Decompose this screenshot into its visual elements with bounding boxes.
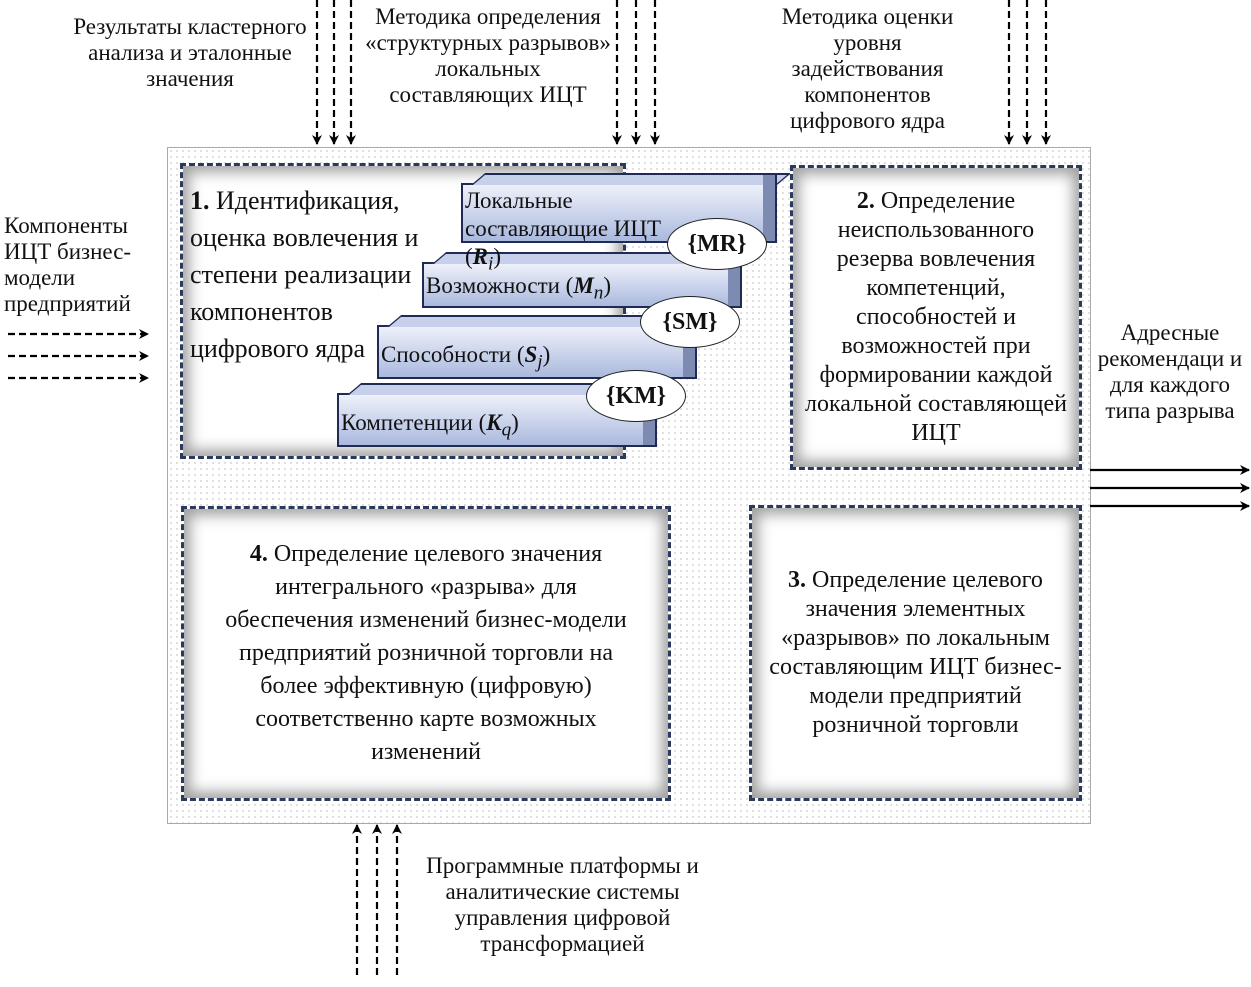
output-label-recommendations: Адресные рекомендаци и для каждого типа … (1097, 320, 1243, 423)
set-km: {KM} (586, 370, 686, 422)
block-2-reserve: 2. Определение неиспользованного резерва… (790, 165, 1082, 470)
block-4-integral-gap: 4. Определение целевого значения интегра… (181, 506, 671, 801)
block-1-text: 1. Идентификация, оценка вовлечения и ст… (190, 182, 440, 367)
input-label-core-method: Методика оценки уровня задействования ко… (781, 4, 954, 133)
set-mr: {MR} (667, 218, 767, 270)
stack-bar-local-components: Локальные составляющие ИЦТ (Ri) (461, 173, 792, 275)
block-3-elemental-gaps: 3. Определение целевого значения элемент… (749, 505, 1082, 801)
stack-bar-competencies: Компетенции (Kq) (337, 383, 672, 447)
stack-bar-opportunities: Возможности (Mn) (422, 252, 757, 308)
output-arrows-right (1090, 465, 1250, 511)
block-number: 1. (190, 186, 210, 215)
input-label-cluster: Результаты кластерного анализа и эталонн… (73, 14, 307, 91)
input-arrows-top (312, 0, 1051, 145)
set-sm: {SM} (640, 296, 740, 348)
input-label-components: Компоненты ИЦТ бизнес-модели предприятий (4, 213, 132, 316)
block-text: Идентификация, оценка вовлечения и степе… (190, 186, 419, 363)
input-arrows-bottom (352, 824, 402, 975)
input-arrows-left (8, 329, 149, 383)
input-label-gaps-method: Методика определения «структурных разрыв… (365, 4, 611, 107)
input-label-platforms: Программные платформы и аналитические си… (426, 853, 699, 956)
